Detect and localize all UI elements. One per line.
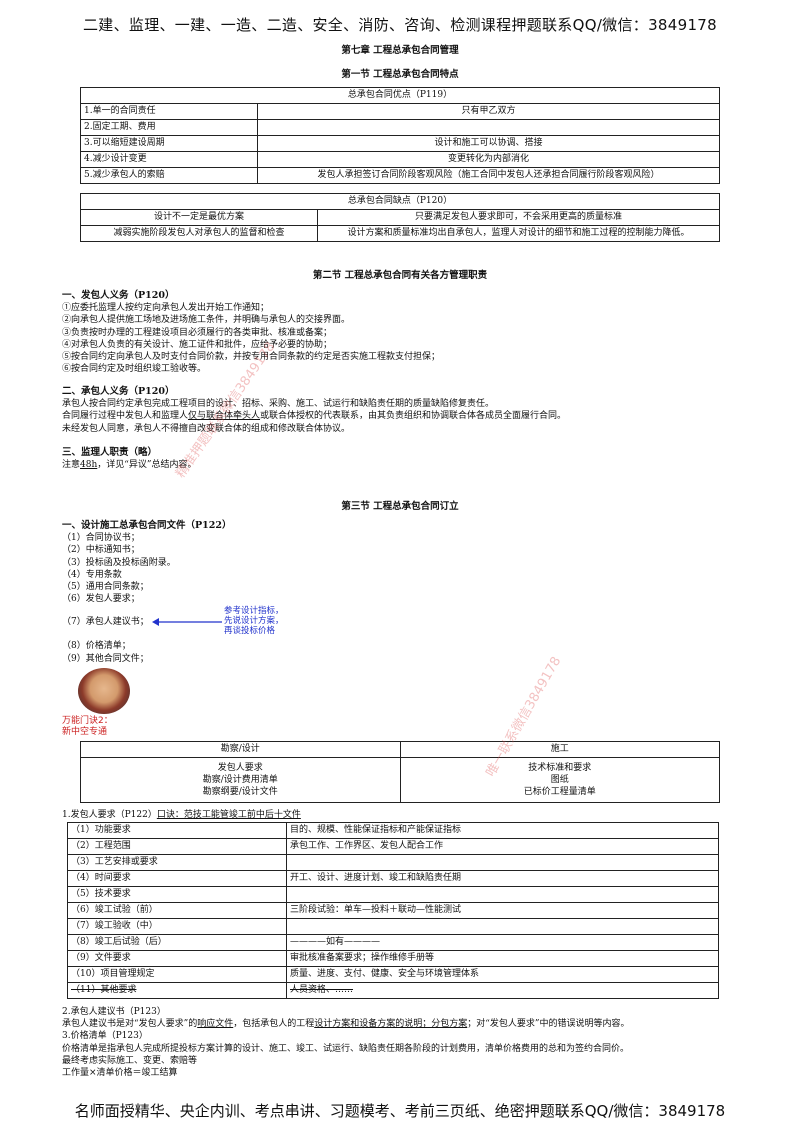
table-cell: 发包人要求 勘察/设计费用清单 勘察纲要/设计文件 bbox=[80, 757, 401, 803]
list-item: （4）专用条款 bbox=[62, 569, 122, 580]
list-item: ③负责按时办理的工程建设项目必须履行的各类审批、核准或备案； bbox=[62, 327, 333, 338]
table-cell: 减弱实施阶段发包人对承包人的监督和检查 bbox=[80, 225, 318, 242]
paragraph: 承包人建议书是对“发包人要求”的响应文件，包括承包人的工程设计方案和设备方案的说… bbox=[62, 1019, 630, 1030]
table-cell: （9）文件要求 bbox=[67, 950, 287, 967]
list-item: ⑥按合同约定及时组织竣工验收等。 bbox=[62, 364, 207, 375]
table-cell: 发包人承担签订合同阶段客观风险（施工合同中发包人还承担合同履行阶段客观风险） bbox=[257, 167, 720, 184]
table-cell: 设计不一定是最优方案 bbox=[80, 209, 318, 226]
paragraph: 价格清单是指承包人完成所提投标方案计算的设计、施工、竣工、试运行、缺陷责任期各阶… bbox=[62, 1043, 630, 1054]
table-cell bbox=[286, 854, 719, 871]
supervisor-heading: 三、监理人职责（略） bbox=[62, 447, 158, 458]
table-cell: 3.可以缩短建设周期 bbox=[80, 135, 258, 152]
arrow-left-icon bbox=[152, 618, 222, 626]
table-cell: 只要满足发包人要求即可，不会采用更高的质量标准 bbox=[317, 209, 720, 226]
comparison-table: 勘察/设计 施工 发包人要求 勘察/设计费用清单 勘察纲要/设计文件 技术标准和… bbox=[80, 741, 720, 803]
contractor-obligations: 二、承包人义务（P120） 承包人按合同约定承包完成工程项目的设计、招标、采购、… bbox=[62, 386, 566, 435]
table-cell: ————如有———— bbox=[286, 934, 719, 951]
proposal-section: 2.承包人建议书（P123） 承包人建议书是对“发包人要求”的响应文件，包括承包… bbox=[62, 1006, 629, 1079]
supervisor-duties: 三、监理人职责（略） 注意48h，详见“异议”总结内容。 bbox=[62, 447, 196, 471]
contract-documents: 一、设计施工总承包合同文件（P122） （1）合同协议书； （2）中标通知书； … bbox=[62, 520, 231, 605]
underlined-text: 48h bbox=[80, 460, 98, 471]
section1-title: 第一节 工程总承包合同特点 bbox=[341, 69, 459, 80]
table-cell: （2）工程范围 bbox=[67, 838, 287, 855]
proposal-heading: 2.承包人建议书（P123） bbox=[62, 1007, 166, 1017]
table-cell: 审批核准备案要求；操作维修手册等 bbox=[286, 950, 719, 967]
paragraph: 合同履行过程中发包人和监理人仅与联合体牵头人或联合体授权的代表联系，由其负责组织… bbox=[62, 411, 567, 422]
table-header: 勘察/设计 bbox=[80, 741, 401, 758]
table-cell bbox=[286, 886, 719, 903]
table-cell: 承包工作、工作界区、发包人配合工作 bbox=[286, 838, 719, 855]
paragraph: 未经发包人同意，承包人不得擅自改变联合体的组成和修改联合体协议。 bbox=[62, 423, 351, 434]
list-item: ④对承包人负责的有关设计、施工证件和批件，应给予必要的协助； bbox=[62, 339, 333, 350]
requirements-table: （1）功能要求目的、规模、性能保证指标和产能保证指标 （2）工程范围承包工作、工… bbox=[67, 822, 719, 999]
list-item: ⑤按合同约定向承包人及时支付合同价款，并按专用合同条款的约定是否实施工程款支付担… bbox=[62, 352, 441, 363]
list-item: （6）发包人要求； bbox=[62, 594, 140, 605]
table-cell: （11）其他要求 bbox=[67, 982, 287, 999]
underlined-text: 仅与联合体牵头人 bbox=[188, 411, 261, 422]
avatar-image bbox=[78, 668, 130, 714]
disadvantages-table: 总承包合同缺点（P120） 设计不一定是最优方案只要满足发包人要求即可，不会采用… bbox=[80, 193, 720, 242]
paragraph: 注意48h，详见“异议”总结内容。 bbox=[62, 460, 197, 471]
table-cell bbox=[257, 119, 720, 136]
requirements-heading: 1.发包人要求（P122）口诀：范技工能管竣工前中后十文件 bbox=[62, 810, 301, 820]
paragraph: 最终考虑实际施工、变更、索赔等 bbox=[62, 1055, 198, 1066]
table-cell: 目的、规模、性能保证指标和产能保证指标 bbox=[286, 822, 719, 839]
pricelist-heading: 3.价格清单（P123） bbox=[62, 1031, 148, 1042]
page-header: 二建、监理、一建、一造、二造、安全、消防、咨询、检测课程押题联系QQ/微信：38… bbox=[83, 16, 717, 34]
page-footer: 名师面授精华、央企内训、考点串讲、习题模考、考前三页纸、绝密押题联系QQ/微信：… bbox=[74, 1102, 726, 1120]
disadvantages-table-header: 总承包合同缺点（P120） bbox=[80, 193, 720, 210]
table-cell: （3）工艺安排或要求 bbox=[67, 854, 287, 871]
advantages-table-header: 总承包合同优点（P119） bbox=[80, 87, 720, 104]
list-item: （3）投标函及投标函附录。 bbox=[62, 557, 176, 568]
table-cell: 人员资格、…… bbox=[286, 982, 719, 999]
documents-heading: 一、设计施工总承包合同文件（P122） bbox=[62, 520, 232, 531]
paragraph: 工作量×清单价格＝竣工结算 bbox=[62, 1068, 178, 1079]
table-cell: （5）技术要求 bbox=[67, 886, 287, 903]
section2-title: 第二节 工程总承包合同有关各方管理职责 bbox=[312, 270, 488, 281]
table-header: 施工 bbox=[399, 741, 720, 758]
employer-heading: 一、发包人义务（P120） bbox=[62, 290, 175, 301]
list-item: ①应委托监理人按约定向承包人发出开始工作通知； bbox=[62, 303, 270, 314]
table-cell: （10）项目管理规定 bbox=[67, 966, 287, 983]
list-item: （5）通用合同条款； bbox=[62, 582, 149, 593]
table-cell: 变更转化为内部消化 bbox=[257, 151, 720, 168]
table-cell: （7）竣工验收（中） bbox=[67, 918, 287, 935]
table-cell: 开工、设计、进度计划、竣工和缺陷责任期 bbox=[286, 870, 719, 887]
table-cell: 4.减少设计变更 bbox=[80, 151, 258, 168]
table-cell: （8）竣工后试验（后） bbox=[67, 934, 287, 951]
list-item: （7）承包人建议书； bbox=[62, 617, 149, 627]
table-cell: 5.减少承包人的索赔 bbox=[80, 167, 258, 184]
paragraph: 承包人按合同约定承包完成工程项目的设计、招标、采购、施工、试运行和缺陷责任期的质… bbox=[62, 399, 495, 410]
employer-obligations: 一、发包人义务（P120） ①应委托监理人按约定向承包人发出开始工作通知； ②向… bbox=[62, 290, 440, 375]
advantages-table: 总承包合同优点（P119） 1.单一的合同责任只有甲乙双方 2.固定工期、费用 … bbox=[80, 87, 720, 184]
list-item: ②向承包人提供施工场地及进场施工条件，并明确与承包人的交接界面。 bbox=[62, 315, 351, 326]
underlined-text: 响应文件 bbox=[197, 1019, 234, 1030]
table-cell: （6）竣工试验（前） bbox=[67, 902, 287, 919]
underlined-text: 设计方案和设备方案的说明；分包方案 bbox=[314, 1019, 468, 1030]
table-cell: 技术标准和要求 图纸 已标价工程量清单 bbox=[399, 757, 720, 803]
section3-title: 第三节 工程总承包合同订立 bbox=[341, 501, 459, 512]
underlined-text: 口诀：范技工能管竣工前中后十文件 bbox=[156, 810, 301, 820]
table-cell: （1）功能要求 bbox=[67, 822, 287, 839]
list-item: （8）价格清单； bbox=[62, 641, 131, 651]
contractor-heading: 二、承包人义务（P120） bbox=[62, 386, 175, 397]
list-item: （9）其他合同文件； bbox=[62, 654, 149, 664]
red-annotation: 万能门诀2： 新中空专通 bbox=[62, 716, 113, 737]
table-cell: 1.单一的合同责任 bbox=[80, 103, 258, 120]
table-cell: 2.固定工期、费用 bbox=[80, 119, 258, 136]
table-cell: 设计方案和质量标准均出自承包人，监理人对设计的细节和施工过程的控制能力降低。 bbox=[317, 225, 720, 242]
table-cell: 只有甲乙双方 bbox=[257, 103, 720, 120]
table-cell: 三阶段试验：单车—投料＋联动—性能测试 bbox=[286, 902, 719, 919]
list-item: （2）中标通知书； bbox=[62, 545, 140, 556]
table-cell: （4）时间要求 bbox=[67, 870, 287, 887]
table-cell bbox=[286, 918, 719, 935]
table-cell: 质量、进度、支付、健康、安全与环境管理体系 bbox=[286, 966, 719, 983]
handwritten-annotation: 参考设计指标， 先说设计方案， 再谈投标价格 bbox=[224, 606, 284, 636]
table-cell: 设计和施工可以协调、搭接 bbox=[257, 135, 720, 152]
list-item: （1）合同协议书； bbox=[62, 533, 140, 544]
chapter-title: 第七章 工程总承包合同管理 bbox=[341, 45, 459, 56]
